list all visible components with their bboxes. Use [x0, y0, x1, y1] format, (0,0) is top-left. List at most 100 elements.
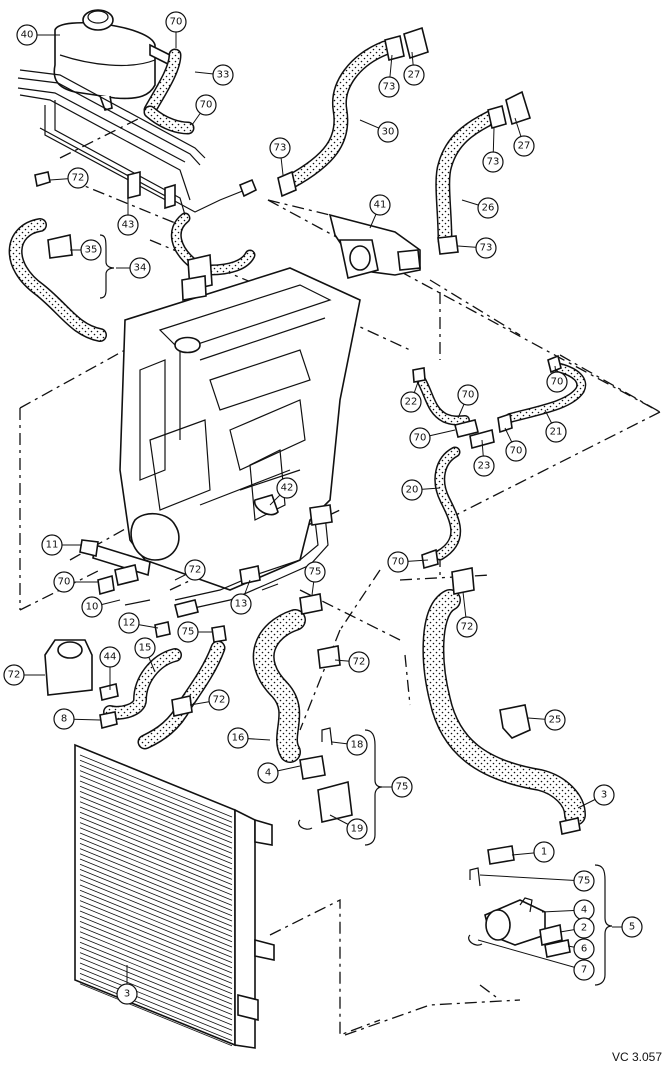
callout-circle: [3, 664, 25, 686]
callout-label: 11: [46, 540, 59, 551]
radiator-fin: [79, 827, 233, 891]
radiator-fin: [79, 895, 233, 958]
callout-15: 15: [134, 637, 156, 659]
callout-27: 27: [403, 64, 425, 86]
radiator-fin: [79, 952, 233, 1015]
callout-75: 75: [177, 621, 199, 643]
radiator-fin: [79, 915, 233, 979]
callout-circle: [377, 121, 399, 143]
callout-label: 33: [217, 70, 230, 81]
callout-73: 73: [269, 137, 291, 159]
callout-circle: [348, 651, 370, 673]
callout-circle: [80, 239, 102, 261]
leader-line-7: [477, 939, 585, 971]
callout-75: 75: [573, 870, 595, 892]
callout-circle: [230, 593, 252, 615]
callout-75: 75: [391, 776, 413, 798]
callout-72: 72: [208, 689, 230, 711]
callout-16: 16: [227, 727, 249, 749]
radiator-fin: [79, 843, 233, 906]
callout-label: 18: [351, 740, 364, 751]
callout-72: 72: [67, 167, 89, 189]
callout-circle: [573, 959, 595, 981]
radiator-fin: [79, 973, 233, 1036]
radiator-fin: [79, 759, 233, 823]
callout-circle: [401, 479, 423, 501]
callout-70: 70: [546, 371, 568, 393]
callout-label: 73: [383, 82, 396, 93]
callout-70: 70: [195, 94, 217, 116]
callout-label: 75: [396, 782, 409, 793]
radiator-fin: [79, 791, 233, 854]
callout-label: 73: [487, 157, 500, 168]
callout-4: 4: [257, 762, 279, 784]
callout-20: 20: [401, 479, 423, 501]
callout-label: 8: [61, 714, 67, 725]
radiator-fin: [79, 785, 233, 849]
callout-circle: [177, 621, 199, 643]
callout-circle: [456, 616, 478, 638]
callout-label: 34: [134, 263, 147, 274]
callout-circle: [387, 551, 409, 573]
radiator-fin: [79, 817, 233, 880]
callout-label: 27: [518, 141, 531, 152]
coolant-pipe-assembly-43: [17, 69, 258, 216]
callout-circle: [473, 455, 495, 477]
callout-circle: [257, 762, 279, 784]
callout-18: 18: [346, 734, 368, 756]
callout-circle: [409, 427, 431, 449]
callout-label: 72: [189, 565, 202, 576]
callout-label: 4: [265, 768, 271, 779]
callout-label: 72: [213, 695, 226, 706]
callout-circle: [378, 76, 400, 98]
radiator-fin: [79, 957, 233, 1021]
callout-5: 5: [621, 916, 643, 938]
callout-circle: [533, 841, 555, 863]
callout-label: 27: [408, 70, 421, 81]
radiator-fin: [79, 858, 233, 922]
callout-label: 7: [581, 965, 587, 976]
callout-circle: [482, 151, 504, 173]
callout-circle: [53, 571, 75, 593]
callout-label: 13: [235, 599, 248, 610]
callout-circle: [184, 559, 206, 581]
callout-72: 72: [348, 651, 370, 673]
radiator-fin: [79, 941, 233, 1005]
callout-label: 6: [581, 944, 587, 955]
callout-22: 22: [400, 391, 422, 413]
callout-label: 70: [58, 577, 71, 588]
callout-label: 42: [281, 483, 294, 494]
radiator-fin: [79, 905, 233, 969]
callout-label: 30: [382, 127, 395, 138]
callout-72: 72: [456, 616, 478, 638]
radiator-fin: [79, 754, 233, 818]
callout-label: 72: [353, 657, 366, 668]
callout-label: 41: [374, 200, 387, 211]
callout-circle: [403, 64, 425, 86]
callout-21: 21: [545, 421, 567, 443]
callout-label: 75: [182, 627, 195, 638]
callout-label: 73: [274, 143, 287, 154]
radiator-fin: [79, 983, 233, 1047]
callout-label: 70: [551, 377, 564, 388]
callout-label: 4: [581, 905, 587, 916]
callout-circle: [99, 646, 121, 668]
callout-circle: [346, 818, 368, 840]
callout-label: 70: [200, 100, 213, 111]
radiator-fin: [79, 978, 233, 1041]
callout-label: 26: [482, 203, 495, 214]
radiator-fin: [79, 874, 233, 937]
callout-circle: [227, 727, 249, 749]
callout-label: 2: [581, 923, 587, 934]
callout-circle: [41, 534, 63, 556]
callout-circle: [573, 870, 595, 892]
callout-35: 35: [80, 239, 102, 261]
callout-circle: [117, 214, 139, 236]
radiator-fin: [79, 848, 233, 911]
radiator-fin: [79, 936, 233, 1000]
callout-circle: [346, 734, 368, 756]
callout-circle: [129, 257, 151, 279]
callout-circle: [369, 194, 391, 216]
radiator-fin: [79, 879, 233, 943]
callout-circle: [195, 94, 217, 116]
